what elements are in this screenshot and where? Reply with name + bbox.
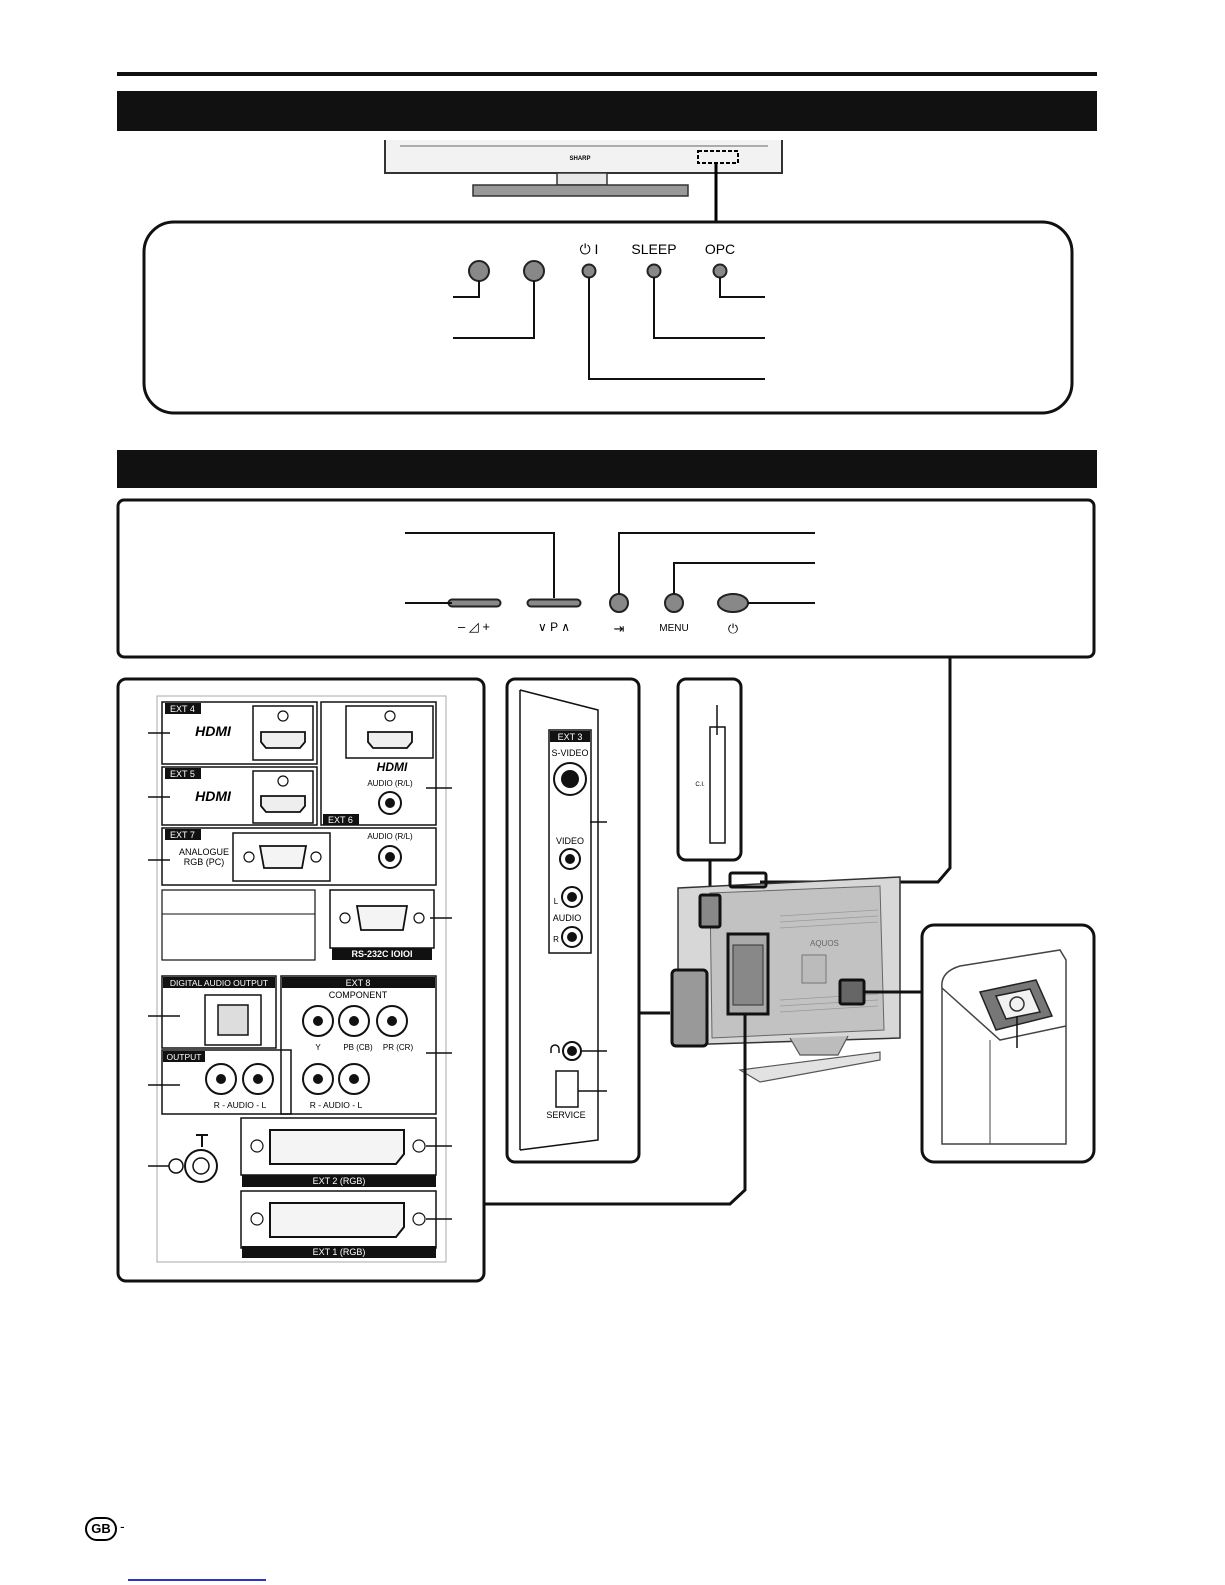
programme-label: ∨ P ∧: [538, 620, 570, 634]
hdmi-port-ext5: [260, 795, 306, 813]
ext2-label: EXT 2 (RGB): [313, 1176, 366, 1186]
bottom-link-underline[interactable]: [128, 1579, 266, 1581]
power-button: [717, 593, 749, 613]
top-rule: [117, 72, 1097, 76]
audio-r-label: R: [553, 935, 559, 944]
service-port: [555, 1070, 579, 1108]
rs232c-label: RS-232C IOIOI: [351, 949, 412, 959]
output-label: OUTPUT: [167, 1052, 202, 1062]
analogue-label-line1: ANALOGUE: [179, 847, 229, 857]
opc-label: OPC: [705, 241, 735, 257]
ext8-label: EXT 8: [346, 978, 371, 988]
menu-button: [664, 593, 684, 613]
svideo-label: S-VIDEO: [551, 748, 588, 758]
rear-terminals: EXT 4 HDMI EXT 5 HDMI HDMI AUDIO (R/L) E…: [148, 701, 452, 1258]
front-callout-box: [142, 220, 1074, 415]
ext5-label: EXT 5: [170, 769, 195, 779]
side-controls-box: [116, 498, 1096, 659]
sleep-indicator: [646, 263, 662, 279]
section-header-bar-side: [117, 450, 1097, 488]
ext7-label: EXT 7: [170, 830, 195, 840]
hdmi-port-ext4: [260, 731, 306, 749]
scart-port-ext2: [269, 1129, 405, 1165]
rear-leader-lines: [148, 732, 452, 1220]
ext7-audio-label: AUDIO (R/L): [367, 832, 413, 841]
volume-label: – ◿ +: [458, 619, 490, 634]
analogue-label-line2: RGB (PC): [184, 857, 225, 867]
front-indicators: ⏻ I SLEEP OPC: [453, 241, 765, 380]
vga-port: [258, 845, 308, 869]
ext3-label: EXT 3: [558, 732, 583, 742]
section-header-bar-front: [117, 91, 1097, 131]
rear-brand: AQUOS: [810, 939, 839, 948]
scart-port-ext1: [269, 1202, 405, 1238]
ci-label: C.I.: [695, 782, 705, 788]
ac-inlet: [941, 949, 1067, 1145]
brand-logo: SHARP: [569, 156, 590, 162]
component-audio-label: R - AUDIO - L: [310, 1100, 363, 1110]
antenna-socket: [184, 1149, 218, 1183]
ext6-audio-label: AUDIO (R/L): [367, 779, 413, 788]
opc-sensor: [523, 260, 545, 282]
tv-rear-view: AQUOS: [670, 871, 901, 1083]
sleep-label: SLEEP: [631, 241, 676, 257]
input-button: [609, 593, 629, 613]
side-terminal-box: [505, 677, 641, 1164]
video-label: VIDEO: [556, 836, 584, 846]
remote-sensor: [468, 260, 490, 282]
component-label: COMPONENT: [329, 990, 388, 1000]
ci-slot: [709, 726, 726, 844]
tv-front-view: SHARP: [384, 140, 783, 222]
power-label: ⏻ I: [580, 241, 599, 257]
headphone-icon: [550, 1044, 560, 1053]
output-audio-label: R - AUDIO - L: [214, 1100, 267, 1110]
power-indicator: [581, 263, 597, 279]
antenna-icon: [196, 1134, 208, 1147]
optical-port: [217, 1004, 249, 1036]
pb-label: PB (CB): [343, 1043, 373, 1052]
audio-label: AUDIO: [553, 913, 582, 923]
ext1-label: EXT 1 (RGB): [313, 1247, 366, 1257]
front-leader-lines: [453, 277, 765, 380]
front-indicator-highlight: [697, 150, 739, 164]
service-label: SERVICE: [546, 1110, 585, 1120]
side-leader-lines: [405, 532, 815, 604]
y-label: Y: [315, 1043, 321, 1052]
hdmi-port-ext6: [367, 731, 413, 749]
opc-indicator: [712, 263, 728, 279]
ext5-hdmi-logo: HDMI: [195, 788, 232, 804]
ext4-label: EXT 4: [170, 704, 195, 714]
ext6-label: EXT 6: [328, 815, 353, 825]
ext4-hdmi-logo: HDMI: [195, 723, 232, 739]
side-controls: – ◿ + ∨ P ∧ ⇥ MENU ⏻: [405, 532, 815, 636]
menu-label: MENU: [659, 623, 688, 634]
ac-socket: [994, 988, 1042, 1020]
ext6-hdmi-logo: HDMI: [377, 760, 408, 774]
component-jacks: [302, 1005, 408, 1037]
audio-l-label: L: [554, 897, 559, 906]
pr-label: PR (CR): [383, 1043, 414, 1052]
language-badge: GB: [85, 1517, 117, 1541]
rs232c-port: [355, 905, 409, 931]
digital-audio-label: DIGITAL AUDIO OUTPUT: [170, 978, 268, 988]
page-dash: -: [120, 1518, 125, 1534]
power-icon: ⏻: [728, 621, 738, 636]
input-icon: ⇥: [614, 621, 625, 636]
side-terminals: EXT 3 S-VIDEO VIDEO L AUDIO R SERVICE: [546, 729, 607, 1120]
